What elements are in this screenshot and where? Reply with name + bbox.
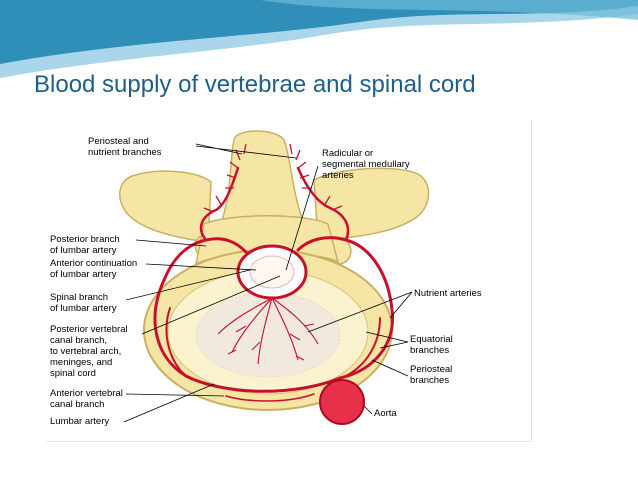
- leader-anterior-vertebral-canal: [125, 393, 225, 397]
- leader-periosteal-nutrient: [195, 143, 297, 159]
- nutrient-arteries-fan: [217, 297, 319, 365]
- lumbar-artery-main: [296, 236, 394, 380]
- header-wave-decoration: [0, 0, 638, 78]
- wave-mid: [260, 0, 638, 20]
- label-lumbar-artery: Lumbar artery: [50, 416, 110, 427]
- spinal-cord-inner: [249, 255, 295, 289]
- leader-equatorial: [365, 331, 409, 349]
- left-transverse-process: [119, 170, 212, 243]
- label-nutrient-arteries: Nutrient arteries: [414, 288, 482, 299]
- leader-posterior-vertebral-canal: [141, 275, 281, 335]
- leader-nutrient-arteries: [307, 291, 413, 333]
- wave-dark: [0, 0, 638, 64]
- anterior-canal-branch: [225, 393, 315, 402]
- leader-periosteal: [371, 359, 409, 377]
- posterior-branch-right: [296, 166, 350, 242]
- outer-periosteal-left: [165, 307, 187, 377]
- leader-spinal-branch: [125, 269, 251, 301]
- aorta: [319, 379, 365, 425]
- left-lumbar-artery: [153, 237, 342, 393]
- vertebra-illustration: [119, 130, 430, 425]
- outer-periosteal-right: [345, 317, 381, 377]
- periosteal-twigs: [203, 143, 343, 213]
- leader-lines: [123, 143, 413, 423]
- leader-posterior-branch: [135, 239, 207, 247]
- posterior-branch-left: [199, 166, 240, 242]
- leader-radicular: [285, 165, 319, 271]
- leader-lumbar-artery: [123, 383, 215, 423]
- slide-title: Blood supply of vertebrae and spinal cor…: [34, 71, 476, 98]
- leader-anterior-continuation: [145, 263, 257, 271]
- right-transverse-process: [313, 167, 430, 241]
- cancellous-bone: [195, 292, 341, 378]
- artery-network: [153, 166, 394, 402]
- spinous-process: [220, 130, 304, 221]
- leader-aorta: [363, 405, 373, 415]
- label-aorta: Aorta: [374, 408, 397, 419]
